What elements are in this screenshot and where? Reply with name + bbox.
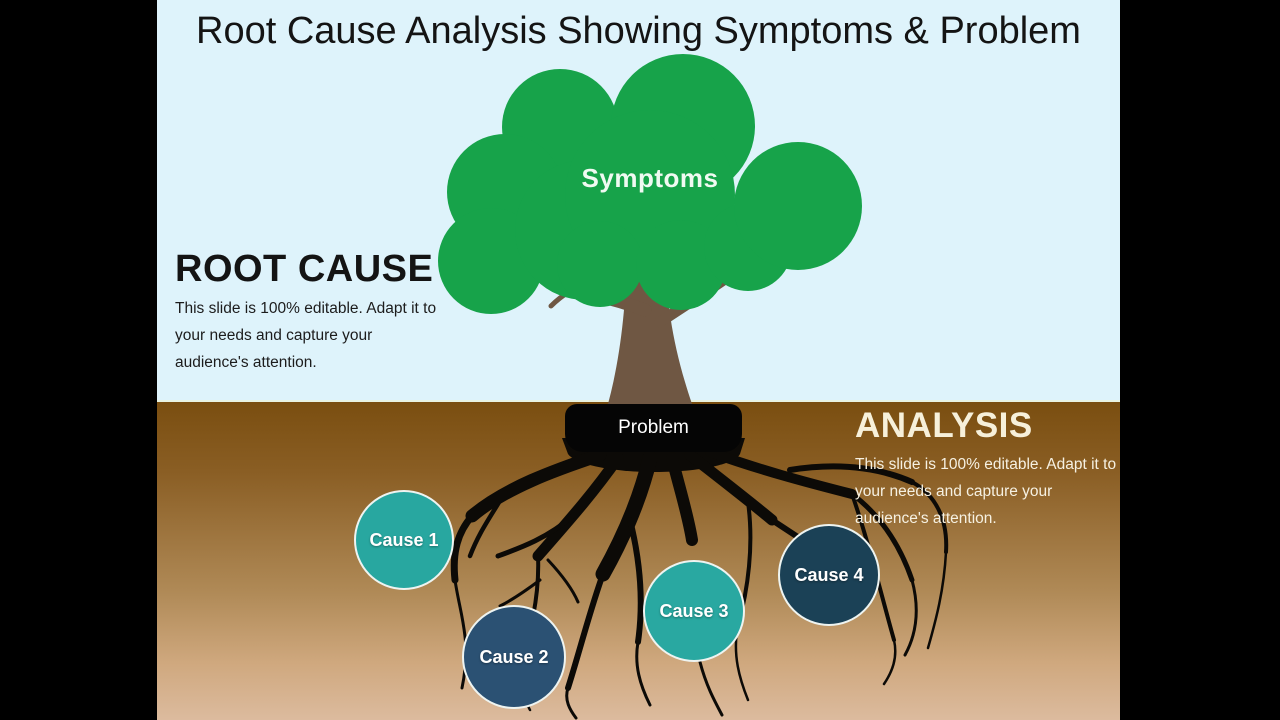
- cause-2-circle: Cause 2: [462, 605, 566, 709]
- root-cause-line-1: This slide is 100% editable. Adapt it to: [175, 300, 437, 317]
- problem-box: Problem: [565, 404, 742, 452]
- analysis-block: ANALYSIS This slide is 100% editable. Ad…: [855, 406, 1125, 532]
- root-cause-block: ROOT CAUSE This slide is 100% editable. …: [175, 248, 445, 376]
- analysis-line-2: your needs and capture your: [855, 483, 1053, 500]
- cause-2-label: Cause 2: [479, 646, 549, 667]
- symptoms-label: Symptoms: [581, 163, 719, 193]
- cause-1-circle: Cause 1: [354, 490, 454, 590]
- analysis-description: This slide is 100% editable. Adapt it to…: [855, 451, 1125, 532]
- analysis-line-1: This slide is 100% editable. Adapt it to: [855, 456, 1117, 473]
- analysis-heading: ANALYSIS: [855, 406, 1033, 445]
- cause-4-circle: Cause 4: [778, 524, 880, 626]
- root-cause-heading: ROOT CAUSE: [175, 248, 434, 290]
- cause-3-circle: Cause 3: [643, 560, 745, 662]
- root-cause-description: This slide is 100% editable. Adapt it to…: [175, 295, 445, 376]
- analysis-line-3: audience's attention.: [855, 510, 997, 527]
- root-cause-line-3: audience's attention.: [175, 354, 317, 371]
- root-cause-line-2: your needs and capture your: [175, 327, 373, 344]
- cause-3-label: Cause 3: [659, 600, 729, 621]
- tree-canopy: [438, 54, 862, 314]
- slide-title: Root Cause Analysis Showing Symptoms & P…: [196, 10, 1081, 52]
- cause-4-label: Cause 4: [794, 564, 864, 585]
- letterbox-right: [1120, 0, 1280, 720]
- cause-1-label: Cause 1: [369, 529, 439, 550]
- letterbox-left: [0, 0, 157, 720]
- problem-label: Problem: [618, 417, 689, 438]
